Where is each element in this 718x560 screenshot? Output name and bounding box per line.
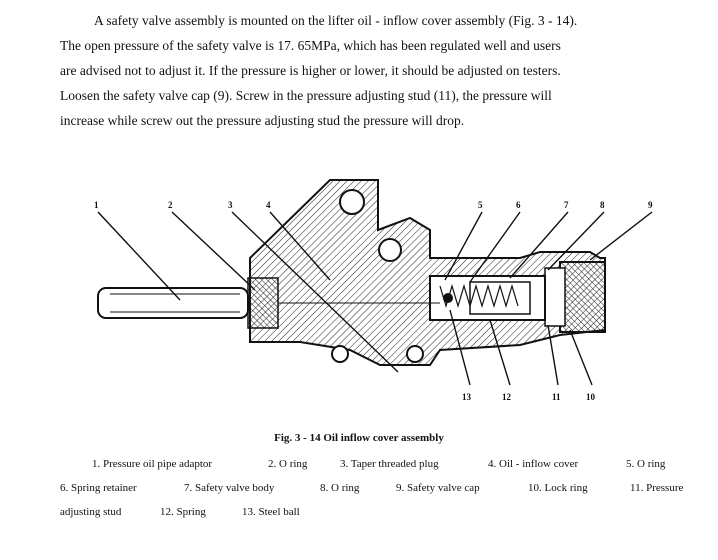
figure-caption: Fig. 3 - 14 Oil inflow cover assembly	[274, 432, 444, 444]
legend-item: 4. Oil - inflow cover	[488, 458, 579, 470]
legend-item: 12. Spring	[160, 506, 206, 518]
callout-6: 6	[516, 200, 521, 210]
paragraph-line: A safety valve assembly is mounted on th…	[94, 13, 578, 28]
callout-4: 4	[266, 200, 271, 210]
paragraph-line: are advised not to adjust it. If the pre…	[60, 63, 561, 78]
legend-item: 9. Safety valve cap	[396, 482, 480, 494]
legend-item: 13. Steel ball	[242, 506, 300, 518]
callout-8: 8	[600, 200, 605, 210]
steel-ball	[443, 293, 453, 303]
callout-11: 11	[552, 392, 561, 402]
callout-3: 3	[228, 200, 233, 210]
paragraph-line: increase while screw out the pressure ad…	[60, 113, 465, 128]
leader-lines	[97, 211, 653, 386]
callout-5: 5	[478, 200, 483, 210]
pressure-oil-pipe-adaptor	[97, 277, 440, 329]
callout-1: 1	[94, 200, 99, 210]
valve-assembly-drawing: 1 2 3 4 5 6 7 8 9 13 12 11 10	[94, 179, 653, 402]
callout-13: 13	[462, 392, 472, 402]
callout-2: 2	[168, 200, 173, 210]
callout-7: 7	[564, 200, 569, 210]
legend-item: 6. Spring retainer	[60, 482, 137, 494]
legend-item: 2. O ring	[268, 458, 308, 470]
paragraph-line: The open pressure of the safety valve is…	[60, 38, 561, 53]
callout-12: 12	[502, 392, 512, 402]
paragraph-line: Loosen the safety valve cap (9). Screw i…	[60, 88, 552, 103]
legend-item: adjusting stud	[60, 506, 122, 518]
callout-9: 9	[648, 200, 653, 210]
callout-10: 10	[586, 392, 596, 402]
legend-item: 1. Pressure oil pipe adaptor	[92, 458, 213, 470]
legend-item: 8. O ring	[320, 482, 360, 494]
legend-item: 11. Pressure	[630, 482, 684, 494]
legend-item: 5. O ring	[626, 458, 666, 470]
legend-item: 10. Lock ring	[528, 482, 588, 494]
intro-paragraph: A safety valve assembly is mounted on th…	[60, 8, 708, 133]
valve-bore	[429, 275, 546, 321]
legend-item: 3. Taper threaded plug	[340, 458, 439, 470]
legend-item: 7. Safety valve body	[184, 482, 275, 494]
safety-valve-cap	[544, 261, 606, 333]
